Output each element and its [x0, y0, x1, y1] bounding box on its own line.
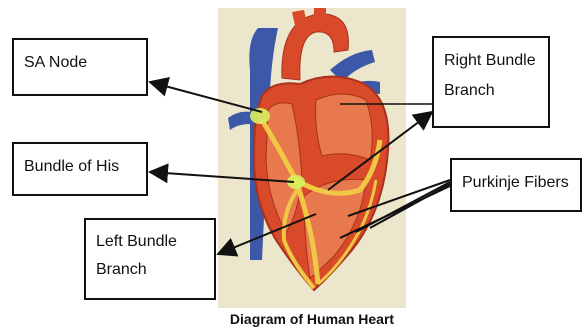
label-bundle-of-his: Bundle of His: [12, 142, 148, 196]
diagram-caption: Diagram of Human Heart: [218, 311, 406, 327]
label-sa-node: SA Node: [12, 38, 148, 96]
label-right-bundle-branch: Right Bundle Branch: [432, 36, 550, 128]
sa-node-glow: [250, 108, 270, 124]
left-bundle-text-line1: Left Bundle: [96, 228, 204, 256]
sa-node-text: SA Node: [24, 54, 87, 71]
av-node-glow: [287, 175, 305, 189]
left-bundle-text-line2: Branch: [96, 256, 204, 284]
right-bundle-text-line2: Branch: [444, 76, 538, 106]
label-purkinje-fibers: Purkinje Fibers: [450, 158, 582, 212]
label-left-bundle-branch: Left Bundle Branch: [84, 218, 216, 300]
right-bundle-text-line1: Right Bundle: [444, 46, 538, 76]
bundle-of-his-text: Bundle of His: [24, 158, 119, 175]
purkinje-fibers-text: Purkinje Fibers: [462, 174, 569, 191]
